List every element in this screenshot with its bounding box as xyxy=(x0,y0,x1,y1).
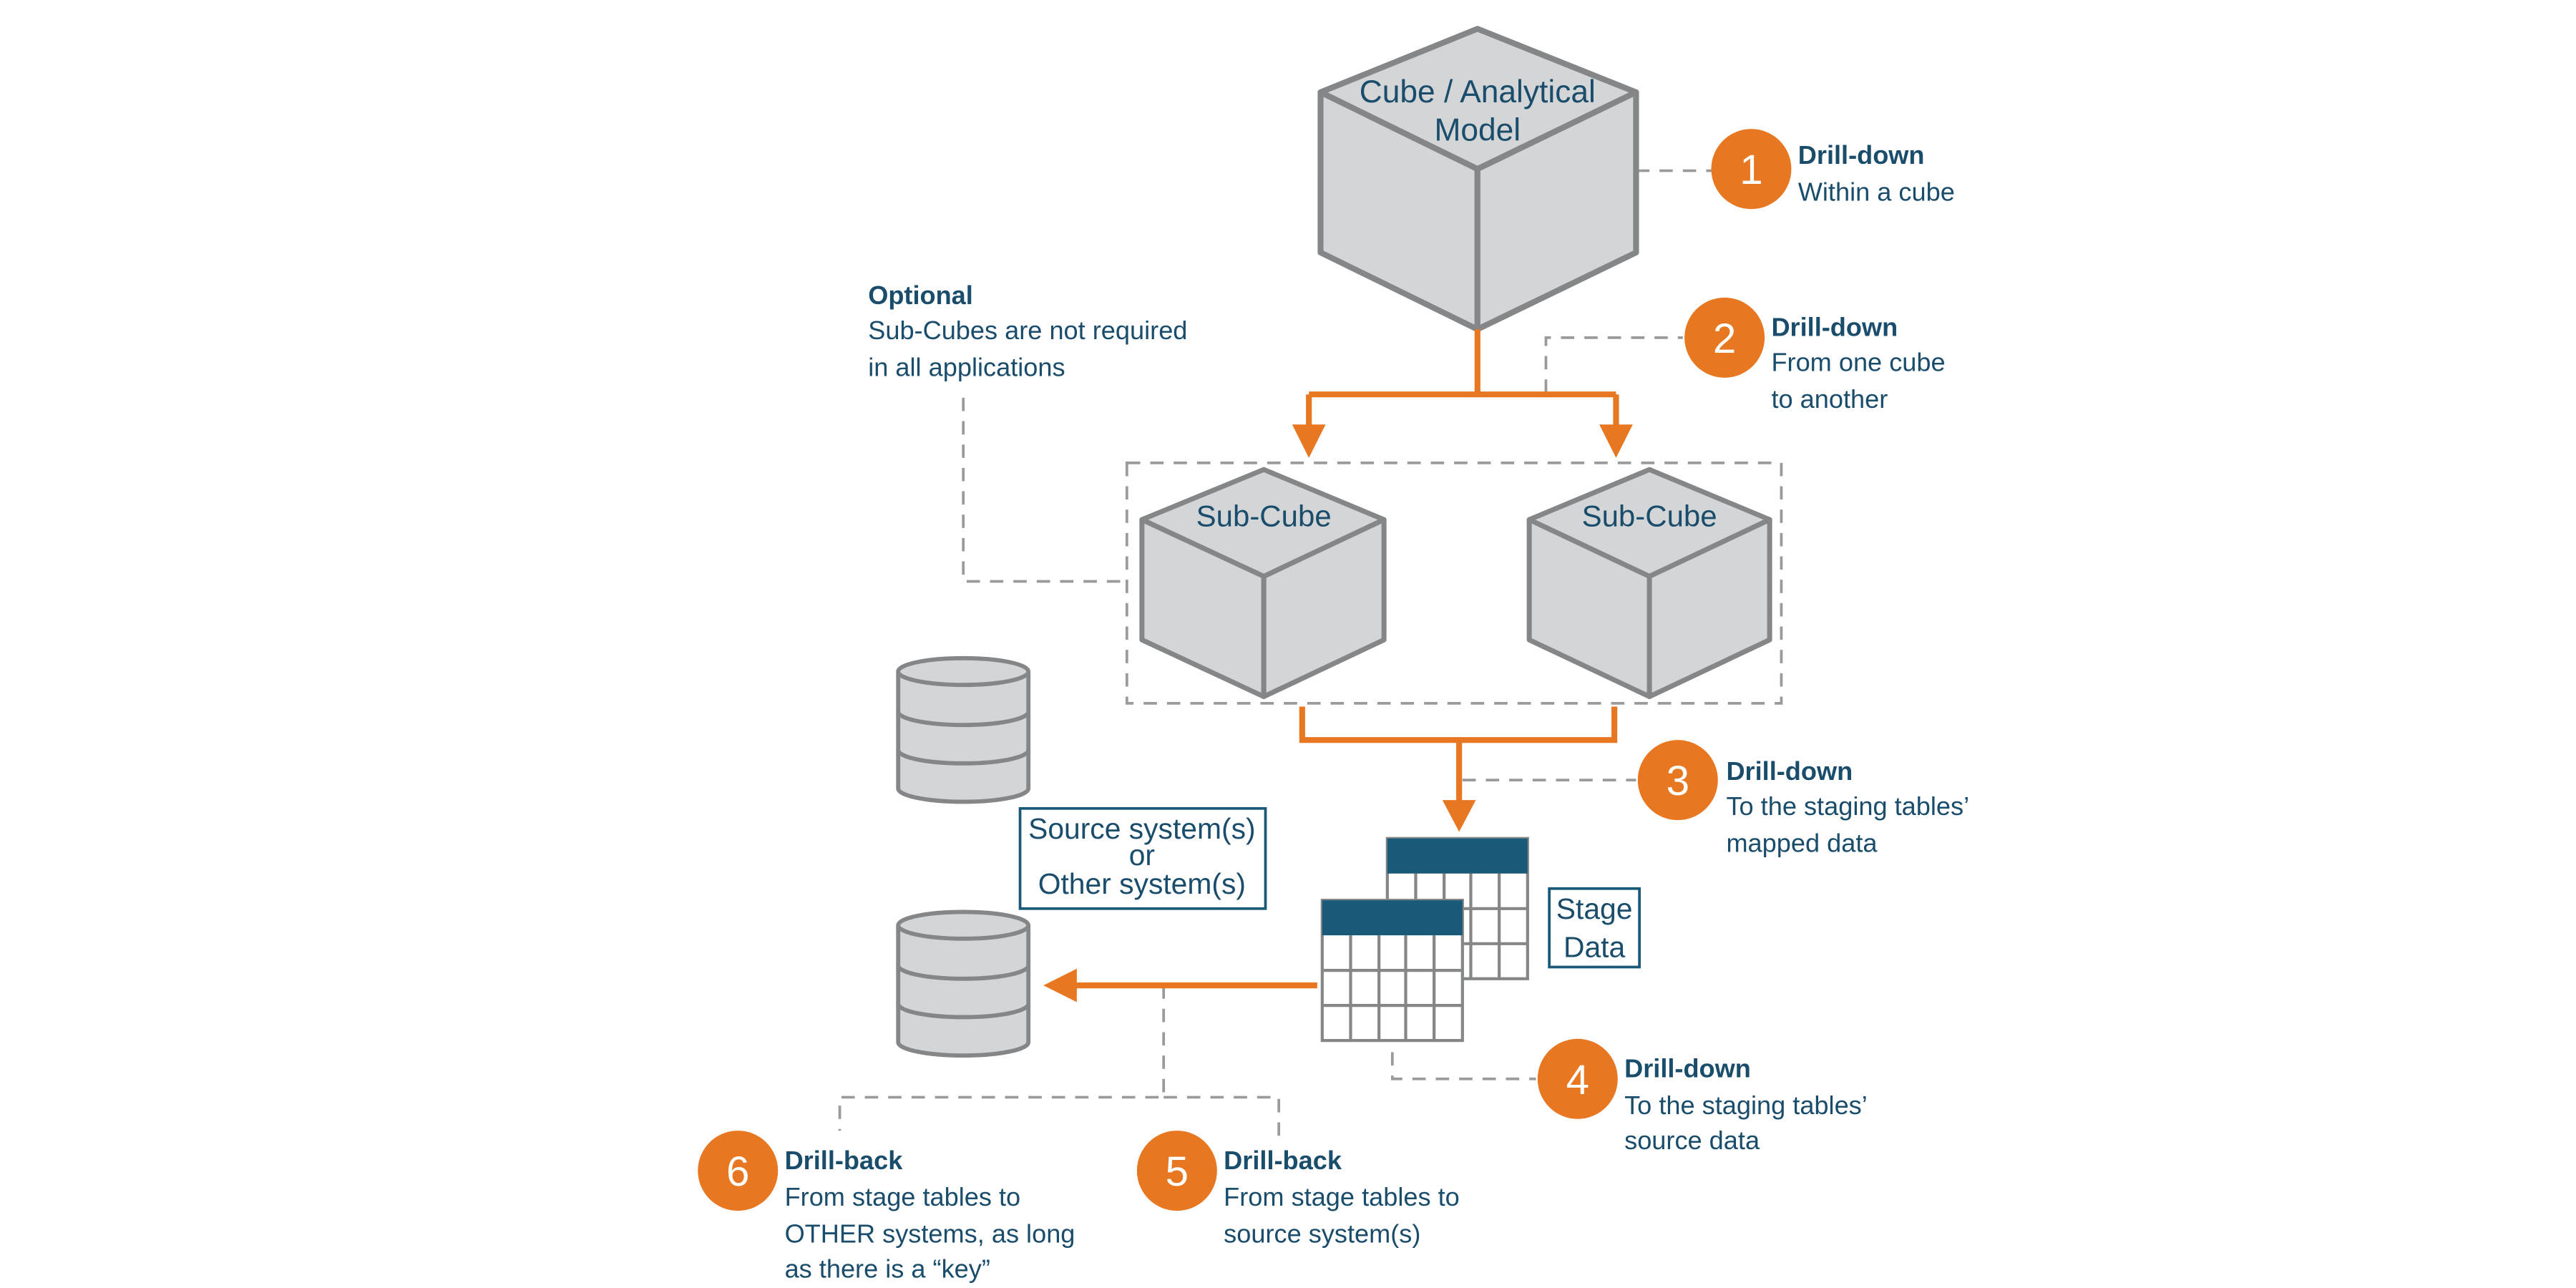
callout-6-line3: as there is a “key” xyxy=(785,1254,990,1283)
main-cube: Cube / Analytical Model xyxy=(1317,26,1639,333)
sub-cube-right-label: Sub-Cube xyxy=(1582,499,1717,533)
callout-4-number: 4 xyxy=(1566,1057,1589,1103)
callout-6-heading: Drill-back xyxy=(785,1146,904,1175)
sub-cube-right: Sub-Cube xyxy=(1526,467,1772,699)
stage-box-line2: Data xyxy=(1563,930,1626,963)
arrowhead-source-db xyxy=(1043,968,1077,1002)
optional-note: Optional Sub-Cubes are not required in a… xyxy=(868,280,1187,381)
connector-optional xyxy=(962,397,1127,583)
stage-box-line1: Stage xyxy=(1556,892,1633,925)
callout-1-badge xyxy=(1711,129,1792,210)
stage-table-front xyxy=(1320,899,1464,1043)
source-system-box: Source system(s) or Other system(s) xyxy=(1018,806,1267,910)
database-icon-bottom xyxy=(896,909,1031,1058)
callout-5-badge xyxy=(1136,1131,1217,1211)
source-box-line3: Other system(s) xyxy=(1038,867,1246,900)
main-cube-label-line2: Model xyxy=(1434,113,1521,148)
callout-5-heading: Drill-back xyxy=(1224,1146,1342,1175)
callout-1-heading: Drill-down xyxy=(1798,140,1925,170)
callout-3: 3 Drill-down To the staging tables’ mapp… xyxy=(1637,740,1969,857)
callout-2-heading: Drill-down xyxy=(1771,313,1898,342)
callout-3-line1: To the staging tables’ xyxy=(1726,791,1969,821)
connector-5 xyxy=(1163,1096,1281,1138)
callout-3-line2: mapped data xyxy=(1726,828,1878,857)
callout-6-number: 6 xyxy=(726,1148,749,1195)
sub-cube-left: Sub-Cube xyxy=(1139,467,1387,699)
optional-line1: Sub-Cubes are not required xyxy=(868,316,1187,345)
callout-5-line2: source system(s) xyxy=(1224,1219,1420,1248)
main-cube-label-line1: Cube / Analytical xyxy=(1360,74,1596,109)
subcubes-merge-line xyxy=(1299,706,1618,743)
arrowhead-left-subcube xyxy=(1292,424,1326,458)
stage-data-box: Stage Data xyxy=(1548,887,1641,969)
callout-4-badge xyxy=(1537,1038,1618,1119)
arrowhead-right-subcube xyxy=(1599,424,1633,458)
callout-6: 6 Drill-back From stage tables to OTHER … xyxy=(698,1131,1075,1283)
callout-3-heading: Drill-down xyxy=(1726,756,1853,786)
source-box-line2: or xyxy=(1129,839,1155,872)
callout-1: 1 Drill-down Within a cube xyxy=(1711,129,1955,210)
callout-4-line1: To the staging tables’ xyxy=(1624,1091,1868,1120)
connector-2 xyxy=(1544,336,1683,393)
dashed-connectors xyxy=(838,169,1783,1138)
callout-4: 4 Drill-down To the staging tables’ sour… xyxy=(1537,1038,1868,1155)
connector-4 xyxy=(1390,1052,1536,1080)
callout-1-number: 1 xyxy=(1740,147,1762,193)
arrowhead-stage xyxy=(1442,800,1476,832)
connector-5-6 xyxy=(838,985,1166,1131)
callout-6-badge xyxy=(698,1131,779,1211)
callout-2-badge xyxy=(1684,297,1765,378)
sub-cube-group-outline xyxy=(1125,461,1783,705)
optional-line2: in all applications xyxy=(868,353,1065,382)
callout-3-number: 3 xyxy=(1667,758,1689,804)
callout-2-number: 2 xyxy=(1713,316,1736,362)
callout-2: 2 Drill-down From one cube to another xyxy=(1684,297,1946,414)
callout-1-line1: Within a cube xyxy=(1798,177,1955,207)
callout-6-line2: OTHER systems, as long xyxy=(785,1219,1075,1248)
callout-2-line1: From one cube xyxy=(1771,348,1945,377)
database-icon-top xyxy=(896,655,1031,804)
callout-2-line2: to another xyxy=(1771,384,1888,414)
callout-5: 5 Drill-back From stage tables to source… xyxy=(1136,1131,1460,1248)
callout-4-line2: source data xyxy=(1624,1126,1760,1155)
source-box-line1: Source system(s) xyxy=(1028,812,1256,845)
callout-5-number: 5 xyxy=(1166,1148,1189,1195)
optional-heading: Optional xyxy=(868,280,973,310)
callout-4-heading: Drill-down xyxy=(1624,1053,1751,1083)
callout-6-line1: From stage tables to xyxy=(785,1182,1021,1211)
callout-5-line1: From stage tables to xyxy=(1224,1182,1460,1211)
callout-3-badge xyxy=(1637,740,1718,821)
sub-cube-left-label: Sub-Cube xyxy=(1196,499,1332,533)
